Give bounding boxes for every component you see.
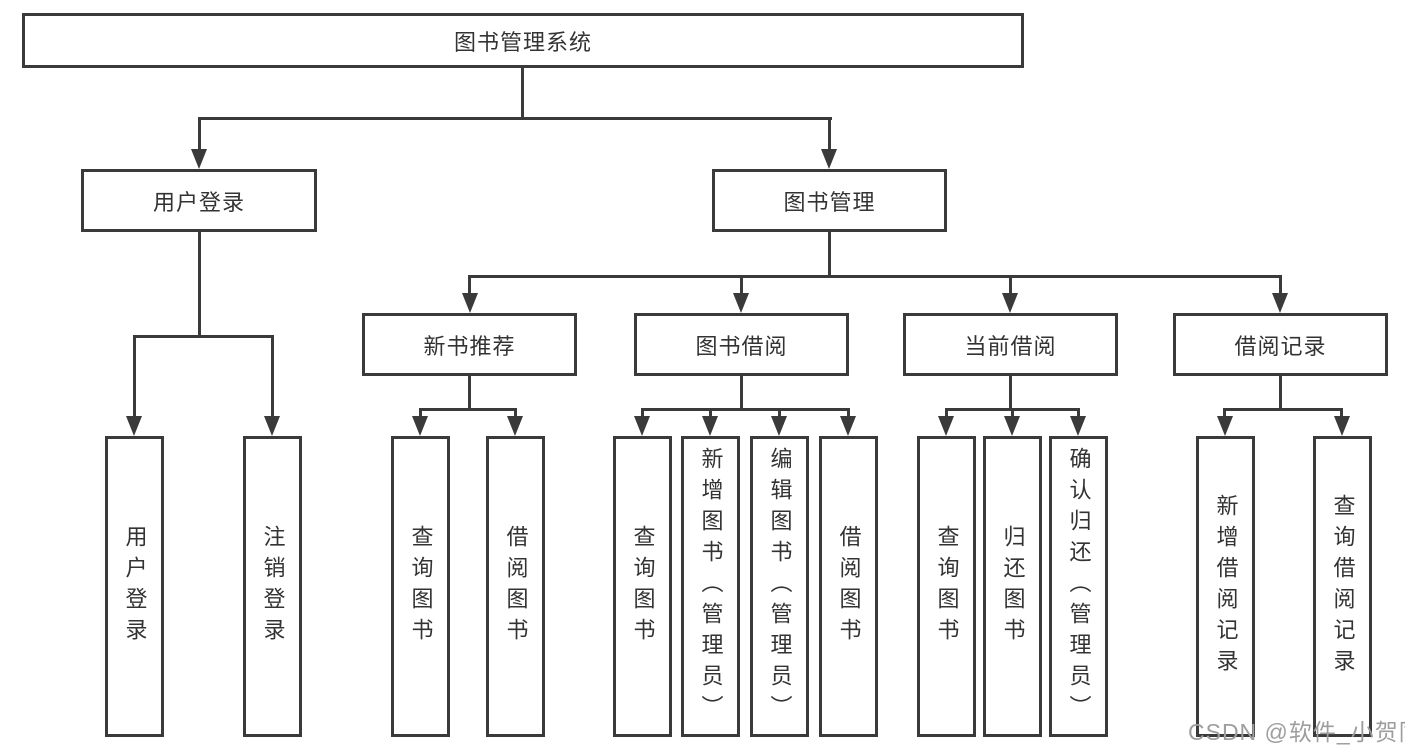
leaf-query-books-current: 查询图书 [917,436,976,737]
arrow-down-icon [462,293,478,313]
node-borrow-record: 借阅记录 [1173,313,1388,376]
connector-line [468,275,1282,278]
watermark: CSDN @软件_小贺同学 [1188,719,1405,745]
connector-line [1223,408,1342,411]
leaf-borrow-books: 借阅图书 [819,436,878,737]
arrow-down-icon [1272,293,1288,313]
node-current-borrow: 当前借阅 [903,313,1118,376]
leaf-add-books-admin: 新增图书（管理员） [681,436,740,737]
connector-line [521,68,524,117]
arrow-down-icon [264,416,280,436]
connector-line [1279,275,1282,297]
leaf-query-books-recommend: 查询图书 [391,436,450,737]
arrow-down-icon [771,416,787,436]
leaf-query-books-borrow: 查询图书 [613,436,672,737]
connector-line [945,408,948,418]
connector-line [828,117,831,153]
leaf-confirm-return-admin: 确认归还（管理员） [1049,436,1108,737]
connector-line [778,408,781,418]
connector-line [419,408,517,411]
arrow-down-icon [1004,416,1020,436]
arrow-down-icon [733,293,749,313]
node-book-borrow: 图书借阅 [634,313,849,376]
node-book-management: 图书管理 [712,169,947,232]
connector-line [1077,408,1080,418]
connector-line [641,408,849,411]
arrow-down-icon [702,416,718,436]
connector-line [847,408,850,418]
connector-line [740,275,743,297]
connector-line [198,117,201,153]
connector-line [1340,408,1343,418]
connector-line [133,335,136,418]
arrow-down-icon [1334,416,1350,436]
arrow-down-icon [938,416,954,436]
node-user-login: 用户登录 [81,169,317,232]
connector-line [709,408,712,418]
leaf-borrow-books-recommend: 借阅图书 [486,436,545,737]
connector-line [514,408,517,418]
connector-line [740,376,743,408]
arrow-down-icon [1002,293,1018,313]
connector-line [198,232,201,335]
connector-line [419,408,422,418]
leaf-query-borrow-record: 查询借阅记录 [1313,436,1372,737]
arrow-down-icon [821,149,837,169]
arrow-down-icon [840,416,856,436]
leaf-logout-login: 注销登录 [243,436,302,737]
connector-line [1009,275,1012,297]
connector-line [133,335,274,338]
connector-line [1223,408,1226,418]
node-library-management-system: 图书管理系统 [22,13,1024,68]
connector-line [1011,408,1014,418]
connector-line [1279,376,1282,408]
arrow-down-icon [126,416,142,436]
arrow-down-icon [191,149,207,169]
arrow-down-icon [1217,416,1233,436]
connector-line [468,275,471,297]
arrow-down-icon [1070,416,1086,436]
node-new-book-recommend: 新书推荐 [362,313,577,376]
leaf-return-books: 归还图书 [983,436,1042,737]
leaf-add-borrow-record: 新增借阅记录 [1196,436,1255,737]
connector-line [271,335,274,418]
arrow-down-icon [507,416,523,436]
arrow-down-icon [412,416,428,436]
connector-line [1009,376,1012,408]
connector-line [468,376,471,408]
connector-line [641,408,644,418]
arrow-down-icon [634,416,650,436]
connector-line [828,232,831,275]
connector-line [198,117,832,120]
leaf-user-login: 用户登录 [105,436,164,737]
leaf-edit-books-admin: 编辑图书（管理员） [750,436,809,737]
